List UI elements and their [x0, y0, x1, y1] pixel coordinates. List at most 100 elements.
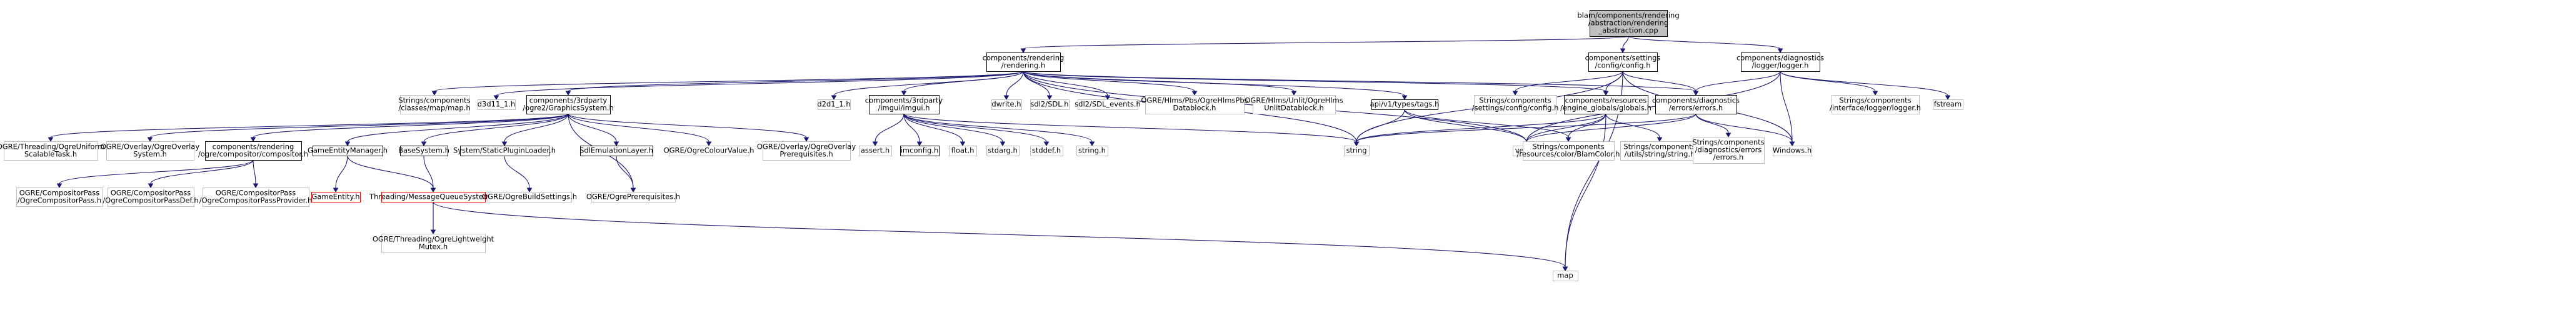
edge-line: [433, 201, 1566, 268]
node-label-line: Prerequisites.h: [779, 150, 833, 159]
node-box[interactable]: [869, 95, 940, 114]
edge-staticplugin_h-to-buildsettings_h: [504, 155, 533, 192]
node-label-line: Mutex.h: [419, 242, 448, 251]
node-box[interactable]: [1371, 99, 1438, 110]
node-box[interactable]: [1564, 95, 1648, 114]
node-label-line: components/diagnostics: [1737, 54, 1824, 62]
node-errors_h[interactable]: components/diagnostics/errors/errors.h: [1652, 95, 1740, 114]
node-label-line: /ogre2/GraphicsSystem.h: [523, 104, 614, 112]
node-label-line: components/rendering: [983, 54, 1065, 62]
node-ogre2[interactable]: components/3rdparty/ogre2/GraphicsSystem…: [523, 95, 614, 114]
edge-line: [903, 113, 1047, 142]
edge-line: [423, 113, 569, 142]
arrow-head-icon: [1603, 91, 1609, 96]
edge-config_h-to-config_str: [1512, 71, 1623, 96]
node-label-line: imconfig.h: [901, 146, 939, 155]
node-box[interactable]: [1741, 52, 1820, 72]
node-box: [108, 188, 194, 207]
node-gem_h[interactable]: GameEntityManager.h: [308, 146, 388, 156]
edge-line: [253, 159, 256, 184]
node-globals_h[interactable]: components/resources/engine_globals/glob…: [1560, 95, 1651, 114]
edge-gem_h-to-mqs_h: [347, 155, 436, 192]
edge-line: [1515, 71, 1623, 92]
node-staticplugin_h[interactable]: System/StaticPluginLoader.h: [453, 146, 556, 156]
node-box[interactable]: [1588, 52, 1658, 72]
node-box: [1620, 141, 1700, 161]
arrow-head-icon: [253, 183, 259, 188]
edge-errors_h-to-string: [1353, 113, 1696, 146]
node-imgui_h[interactable]: components/3rdparty/imgui/imgui.h: [865, 95, 943, 114]
edge-errors_h-to-errors_str: [1695, 113, 1732, 138]
node-box[interactable]: [580, 146, 653, 156]
arrow-head-icon: [1043, 141, 1050, 146]
edge-logger_h-to-fstream: [1780, 71, 1951, 100]
node-box: [949, 146, 977, 156]
node-rendering_h[interactable]: components/rendering/rendering.h: [983, 52, 1065, 72]
node-label-line: /errors.h: [1713, 153, 1744, 162]
node-label-line: System/StaticPluginLoader.h: [453, 146, 556, 155]
node-box: [1590, 10, 1668, 37]
node-string_h: string.h: [1076, 146, 1108, 156]
arrow-head-icon: [613, 141, 619, 146]
arrow-head-icon: [1046, 95, 1053, 100]
edge-rendering_h-to-ogre2: [565, 71, 1024, 96]
arrow-head-icon: [1003, 95, 1010, 100]
node-label-line: OGRE/Threading/OgreLightweight: [373, 235, 494, 244]
arrow-head-icon: [630, 188, 636, 192]
node-box: [16, 188, 103, 207]
node-label-line: /OgreCompositorPass.h: [18, 196, 101, 205]
node-imconfig_h[interactable]: imconfig.h: [900, 146, 940, 156]
edge-compositor_h-to-comp_pass: [56, 159, 254, 188]
node-errors_str: Strings/components/diagnostics/errors/er…: [1692, 137, 1765, 164]
arrow-head-icon: [706, 141, 712, 146]
edge-line: [875, 113, 905, 142]
node-box: [203, 188, 309, 207]
node-box[interactable]: [313, 146, 383, 156]
node-mqs_h: Threading/MessageQueueSystem.h: [369, 192, 497, 202]
edge-line: [1695, 71, 1781, 92]
edge-line: [903, 113, 963, 142]
node-compositor_h[interactable]: components/rendering/ogre/compositor/com…: [198, 141, 308, 161]
node-box[interactable]: [986, 52, 1061, 72]
node-comp_pass_def: OGRE/CompositorPass/OgreCompositorPassDe…: [103, 188, 199, 207]
edge-line: [1780, 71, 1948, 96]
node-box: [1078, 99, 1138, 110]
node-label-line: sdl2/SDL.h: [1030, 100, 1068, 109]
node-label-line: /config/config.h: [1595, 61, 1650, 70]
arrow-head-icon: [1191, 91, 1198, 96]
node-gameentity_h: GameEntity.h: [311, 192, 361, 202]
node-tags_h[interactable]: api/v1/types/tags.h: [1370, 99, 1440, 110]
node-box[interactable]: [526, 95, 611, 114]
node-label-line: /classes/map/map.h: [398, 104, 470, 112]
node-box[interactable]: [205, 141, 302, 161]
node-label-line: stdarg.h: [988, 146, 1018, 155]
node-box[interactable]: [460, 146, 549, 156]
node-box[interactable]: [900, 146, 940, 156]
arrow-head-icon: [1353, 141, 1360, 146]
node-box[interactable]: [1655, 95, 1737, 114]
node-label-line: components/rendering: [213, 142, 294, 151]
node-box[interactable]: [400, 146, 448, 156]
node-label-line: UnlitDatablock.h: [1264, 104, 1324, 112]
arrow-head-icon: [344, 141, 351, 146]
node-label-line: /ogre/compositor/compositor.h: [198, 150, 308, 159]
edge-line: [1356, 113, 1696, 142]
edge-root-to-config_h: [1620, 36, 1629, 53]
node-sdlemul_h[interactable]: SdlEmulationLayer.h: [579, 146, 653, 156]
node-logger_h[interactable]: components/diagnostics/logger/logger.h: [1737, 52, 1824, 72]
edge-errors_h-to-windows_h: [1695, 113, 1795, 146]
edge-line: [1695, 113, 1793, 142]
node-box: [1344, 146, 1370, 156]
node-config_h[interactable]: components/settings/config/config.h: [1585, 52, 1661, 72]
edge-line: [504, 155, 530, 189]
node-label-line: /abstraction/rendering: [1588, 19, 1668, 28]
arrow-head-icon: [48, 137, 54, 142]
edge-line: [1780, 71, 1876, 92]
node-basesystem_h[interactable]: BaseSystem.h: [398, 146, 449, 156]
node-label-line: Strings/components: [398, 96, 470, 105]
edge-line: [423, 155, 434, 189]
edge-line: [903, 113, 920, 142]
edge-imgui_h-to-imconfig_h: [903, 113, 923, 146]
node-label-line: sdl2/SDL_events.h: [1075, 100, 1141, 109]
